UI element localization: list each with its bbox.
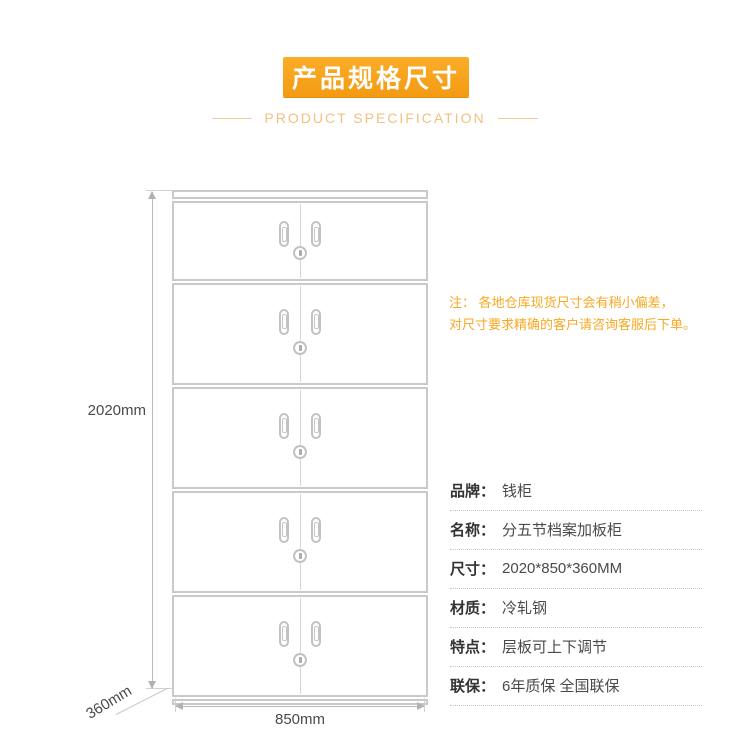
left-door-handle-icon [279, 308, 289, 335]
height-dimension-line [148, 191, 156, 689]
right-door-handle-icon [311, 221, 321, 248]
note-line-2: 对尺寸要求精确的客户请咨询客服后下单。 [449, 317, 697, 332]
spec-row-brand: 品牌： 钱柜 [450, 472, 702, 511]
left-door-handle-icon [279, 412, 289, 439]
stock-size-note: 注： 各地仓库现货尺寸会有稍小偏差， 对尺寸要求精确的客户请咨询客服后下单。 [449, 292, 715, 336]
cabinet-section [172, 283, 428, 385]
spec-row-feature: 特点： 层板可上下调节 [450, 628, 702, 667]
left-door-handle-icon [279, 221, 289, 248]
lock-icon [293, 246, 307, 261]
arrow-up-icon [148, 191, 156, 199]
door-divider [300, 286, 301, 382]
height-dimension-label: 2020mm [87, 402, 146, 419]
cabinet-drawing [172, 190, 428, 705]
arrow-right-icon [417, 702, 425, 710]
subtitle-left-rule [212, 117, 253, 119]
lock-icon [293, 340, 307, 355]
spec-label: 联保： [450, 678, 496, 695]
right-door-handle-icon [311, 620, 321, 647]
spec-value: 冷轧钢 [502, 600, 548, 617]
width-dimension-label: 850mm [274, 711, 326, 728]
door-divider [300, 204, 301, 278]
spec-value: 分五节档案加板柜 [502, 522, 623, 539]
spec-value: 2020*850*360MM [502, 560, 623, 577]
left-door-handle-icon [279, 516, 289, 543]
cabinet-section [172, 595, 428, 697]
right-door-handle-icon [311, 412, 321, 439]
right-door-handle-icon [311, 308, 321, 335]
right-door-handle-icon [311, 516, 321, 543]
width-dimension-line [175, 702, 425, 710]
spec-label: 尺寸： [450, 561, 496, 578]
door-divider [300, 598, 301, 694]
spec-value: 层板可上下调节 [502, 639, 608, 656]
page-subtitle: PRODUCT SPECIFICATION [264, 110, 486, 126]
spec-row-warranty: 联保： 6年质保 全国联保 [450, 667, 702, 706]
dimension-tick [146, 688, 172, 689]
arrow-down-icon [148, 681, 156, 689]
left-door-handle-icon [279, 620, 289, 647]
cabinet-top-panel [172, 190, 428, 199]
door-divider [300, 390, 301, 486]
cabinet-section [172, 387, 428, 489]
spec-value: 6年质保 全国联保 [502, 678, 620, 695]
arrow-left-icon [175, 702, 183, 710]
spec-value: 钱柜 [502, 483, 533, 500]
subtitle-right-rule [497, 117, 538, 119]
dimension-tick [146, 190, 172, 191]
spec-row-size: 尺寸： 2020*850*360MM [450, 550, 702, 589]
subtitle-row: PRODUCT SPECIFICATION [0, 110, 750, 126]
cabinet-base [172, 699, 428, 705]
cabinet-section [172, 491, 428, 593]
cabinet-section [172, 201, 428, 281]
title-banner: 产品规格尺寸 [283, 57, 469, 97]
spec-list: 品牌： 钱柜 名称： 分五节档案加板柜 尺寸： 2020*850*360MM 材… [450, 472, 702, 706]
page-title: 产品规格尺寸 [291, 65, 460, 93]
spec-row-name: 名称： 分五节档案加板柜 [450, 511, 702, 550]
door-divider [300, 494, 301, 590]
spec-label: 特点： [450, 639, 496, 656]
lock-icon [293, 548, 307, 563]
lock-icon [293, 652, 307, 667]
spec-row-material: 材质： 冷轧钢 [450, 589, 702, 628]
spec-label: 材质： [450, 600, 496, 617]
note-line-1: 注： 各地仓库现货尺寸会有稍小偏差， [449, 295, 674, 310]
spec-label: 品牌： [450, 483, 496, 500]
depth-dimension-label: 360mm [83, 682, 135, 723]
spec-label: 名称： [450, 522, 496, 539]
lock-icon [293, 444, 307, 459]
